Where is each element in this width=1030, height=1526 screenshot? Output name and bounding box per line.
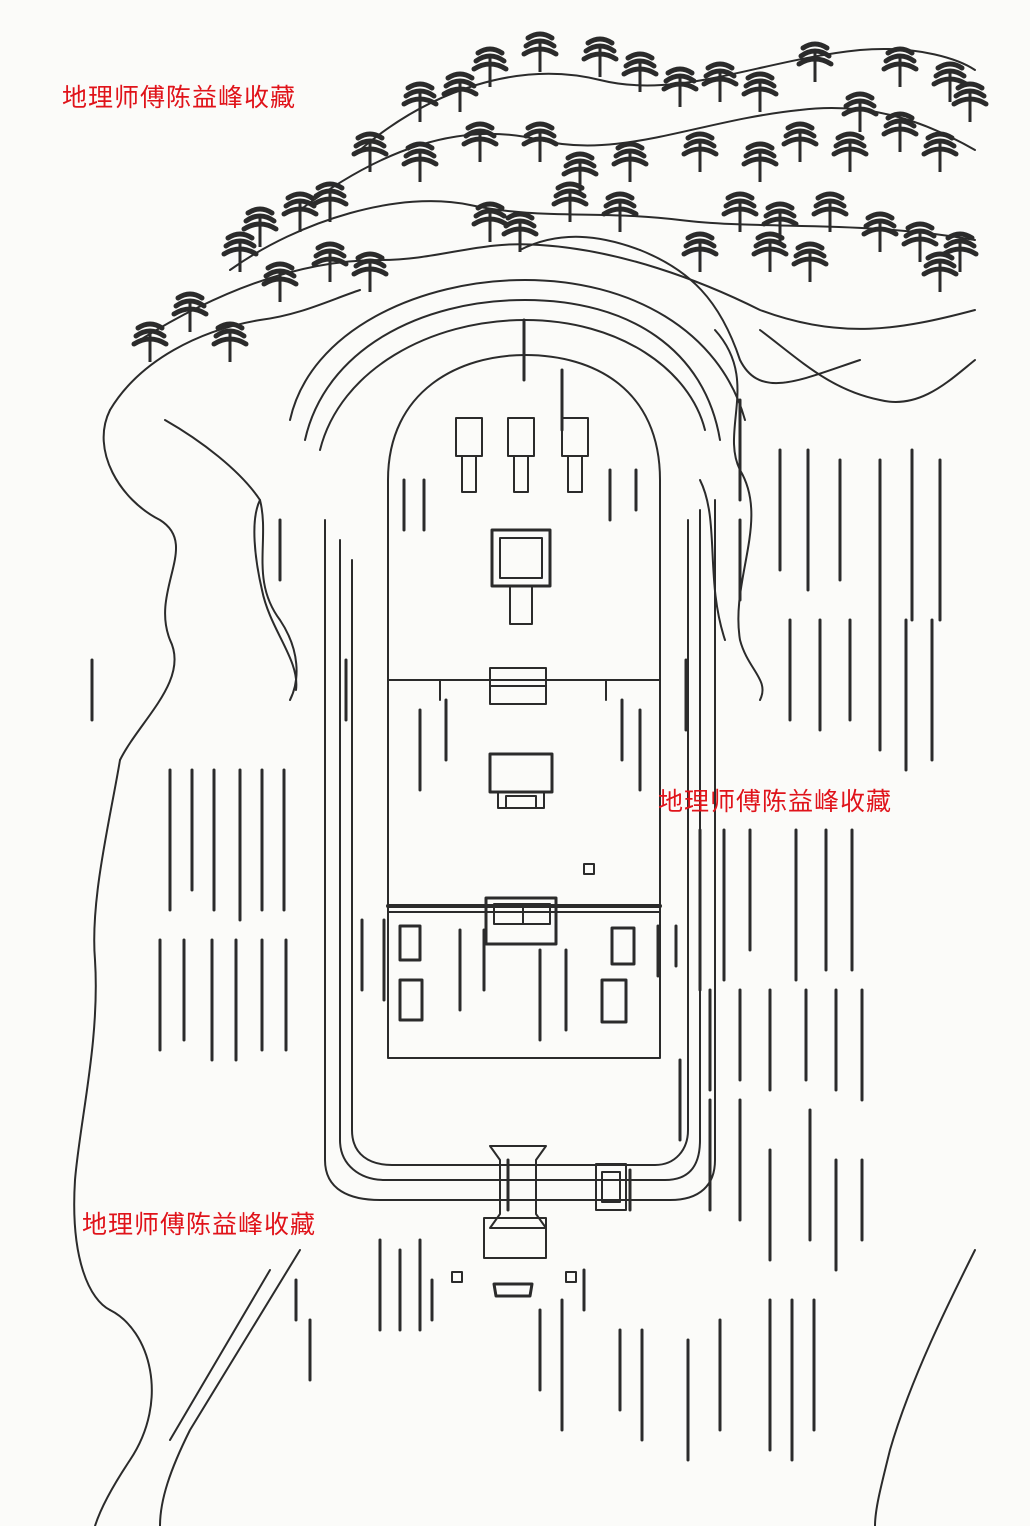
- pine-tree-icon: [741, 71, 779, 112]
- river-bank: [94, 1249, 976, 1526]
- pine-tree-icon: [941, 231, 979, 272]
- left-hills: [73, 409, 298, 1311]
- pine-tree-icon: [601, 191, 639, 232]
- pine-tree-icon: [461, 121, 499, 162]
- stele-slabs: [455, 417, 589, 493]
- pine-tree-icon: [881, 46, 919, 87]
- pine-tree-icon: [621, 51, 659, 92]
- pine-tree-icon: [796, 41, 834, 82]
- pine-tree-icon: [811, 191, 849, 232]
- pine-tree-icon: [861, 211, 899, 252]
- pine-tree-icon: [741, 141, 779, 182]
- pine-tree-icon: [501, 211, 539, 252]
- collector-watermark-middle: 地理师傅陈益峰收藏: [658, 787, 893, 816]
- pine-tree-icon: [831, 131, 869, 172]
- pine-tree-icon: [791, 241, 829, 282]
- horseshoe-ridge: [289, 279, 746, 451]
- pine-tree-icon: [471, 201, 509, 242]
- pine-tree-icon: [721, 191, 759, 232]
- pine-trees: [131, 31, 989, 362]
- pine-tree-icon: [921, 251, 959, 292]
- pine-tree-icon: [521, 31, 559, 72]
- pine-tree-icon: [921, 131, 959, 172]
- pine-tree-icon: [171, 291, 209, 332]
- pine-tree-icon: [131, 321, 169, 362]
- pine-tree-icon: [211, 321, 249, 362]
- pine-tree-icon: [401, 141, 439, 182]
- pine-tree-icon: [221, 231, 259, 272]
- annotation-strokes: [90, 318, 942, 1462]
- main-gate: [484, 863, 595, 946]
- tomb-mound: [490, 528, 552, 625]
- outer-enclosure: [324, 499, 716, 1201]
- pine-tree-icon: [281, 191, 319, 232]
- side-halls: [398, 924, 636, 1024]
- pine-tree-icon: [781, 121, 819, 162]
- pine-tree-icon: [951, 81, 989, 122]
- pine-tree-icon: [441, 71, 479, 112]
- pine-tree-icon: [681, 231, 719, 272]
- central-pavilion: [488, 752, 554, 809]
- pine-tree-icon: [311, 181, 349, 222]
- pine-tree-icon: [901, 221, 939, 262]
- pine-tree-icon: [681, 131, 719, 172]
- pine-tree-icon: [661, 66, 699, 107]
- entrance-gateway: [451, 1145, 627, 1298]
- right-hills: [699, 329, 976, 701]
- inner-compound: [386, 354, 662, 1059]
- pine-tree-icon: [751, 231, 789, 272]
- pine-tree-icon: [401, 81, 439, 122]
- pine-tree-icon: [261, 261, 299, 302]
- pine-tree-icon: [471, 46, 509, 87]
- pine-tree-icon: [241, 206, 279, 247]
- pine-tree-icon: [931, 61, 969, 102]
- pine-tree-icon: [351, 131, 389, 172]
- pine-tree-icon: [841, 91, 879, 132]
- pine-tree-icon: [611, 141, 649, 182]
- pine-tree-icon: [311, 241, 349, 282]
- collector-watermark-top: 地理师傅陈益峰收藏: [62, 83, 297, 112]
- collector-watermark-bottom: 地理师傅陈益峰收藏: [82, 1210, 317, 1239]
- pine-tree-icon: [701, 61, 739, 102]
- pine-tree-icon: [881, 111, 919, 152]
- pine-tree-icon: [761, 201, 799, 242]
- pine-tree-icon: [521, 121, 559, 162]
- first-gate: [439, 667, 607, 705]
- pine-tree-icon: [551, 181, 589, 222]
- pine-tree-icon: [351, 251, 389, 292]
- pine-tree-icon: [581, 36, 619, 77]
